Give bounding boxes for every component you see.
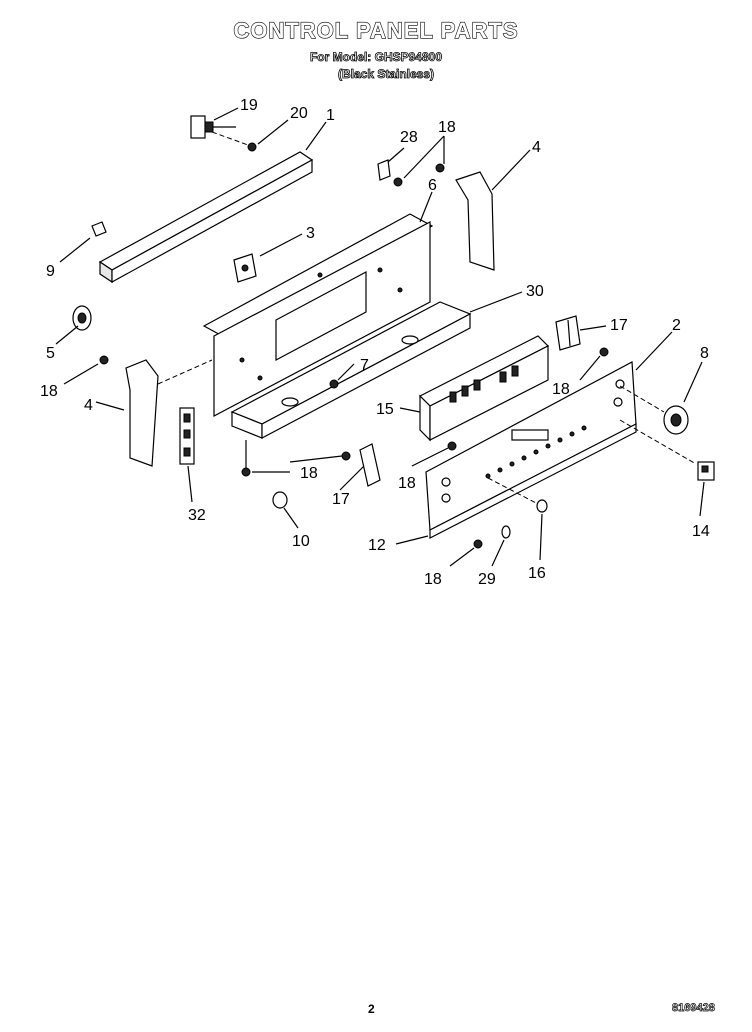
part-7-screw bbox=[329, 379, 339, 389]
callout-18-top: 18 bbox=[438, 119, 456, 136]
callout-12: 12 bbox=[368, 537, 386, 554]
part-18-bolt bbox=[241, 440, 251, 477]
part-28-clip bbox=[377, 159, 391, 181]
part-4-side-bracket-left bbox=[125, 359, 213, 467]
callout-10: 10 bbox=[292, 533, 310, 550]
part-3-switch bbox=[233, 253, 257, 283]
page-title: CONTROL PANEL PARTS bbox=[233, 17, 519, 43]
callout-32: 32 bbox=[188, 507, 206, 524]
part-19-bracket bbox=[190, 115, 236, 139]
part-9-clip bbox=[91, 221, 107, 237]
callout-8: 8 bbox=[700, 345, 709, 362]
part-30-tray bbox=[230, 301, 472, 439]
callout-5: 5 bbox=[46, 345, 55, 362]
part-1-trim-strip bbox=[98, 151, 314, 284]
callout-1: 1 bbox=[326, 107, 335, 124]
callout-30: 30 bbox=[526, 283, 544, 300]
callout-6: 6 bbox=[428, 177, 437, 194]
callout-17-upper: 17 bbox=[610, 317, 628, 334]
part-16-button bbox=[487, 477, 548, 513]
callout-20: 20 bbox=[290, 105, 308, 122]
part-10-button bbox=[272, 491, 288, 509]
callout-29: 29 bbox=[478, 571, 496, 588]
callout-18-mid: 18 bbox=[552, 381, 570, 398]
callout-9: 9 bbox=[46, 263, 55, 280]
model-variant: (Black Stainless) bbox=[337, 67, 435, 82]
callout-28: 28 bbox=[400, 129, 418, 146]
callout-16: 16 bbox=[528, 565, 546, 582]
part-6-chassis bbox=[202, 213, 434, 417]
callout-3: 3 bbox=[306, 225, 315, 242]
callout-4-right: 4 bbox=[532, 139, 541, 156]
model-number: For Model: GHSP94800 bbox=[309, 50, 443, 65]
page-number: 2 bbox=[368, 1002, 375, 1016]
part-14-switch bbox=[619, 419, 715, 481]
part-2-front-panel bbox=[425, 361, 637, 539]
part-29-pin bbox=[501, 525, 511, 539]
part-5-knob bbox=[72, 305, 92, 331]
part-15-control-board bbox=[418, 335, 550, 451]
part-8-knob bbox=[619, 385, 689, 435]
callout-18-board: 18 bbox=[398, 475, 416, 492]
part-17-bracket-lower bbox=[341, 443, 381, 487]
callout-18-bottom: 18 bbox=[424, 571, 442, 588]
callout-18-left: 18 bbox=[40, 383, 58, 400]
part-18-screw-left bbox=[99, 355, 109, 365]
part-17-block bbox=[555, 315, 609, 357]
callout-15: 15 bbox=[376, 401, 394, 418]
callout-7: 7 bbox=[360, 357, 369, 374]
callout-19: 19 bbox=[240, 97, 258, 114]
part-18-screw-bottom bbox=[473, 539, 483, 549]
callout-labels: 19 20 1 28 18 4 6 3 9 30 5 17 2 8 18 18 … bbox=[40, 97, 710, 588]
part-18-screw-top bbox=[393, 163, 445, 187]
leader-lines bbox=[55, 107, 705, 567]
callout-2: 2 bbox=[672, 317, 681, 334]
callout-14: 14 bbox=[692, 523, 710, 540]
drawing-code: 8169428 bbox=[672, 1002, 716, 1015]
callout-17-lower: 17 bbox=[332, 491, 350, 508]
part-20-screw bbox=[211, 131, 257, 152]
part-4-side-bracket-right bbox=[455, 171, 495, 271]
callout-4-left: 4 bbox=[84, 397, 93, 414]
callout-18-bolt: 18 bbox=[300, 465, 318, 482]
part-32-connector bbox=[179, 407, 195, 465]
